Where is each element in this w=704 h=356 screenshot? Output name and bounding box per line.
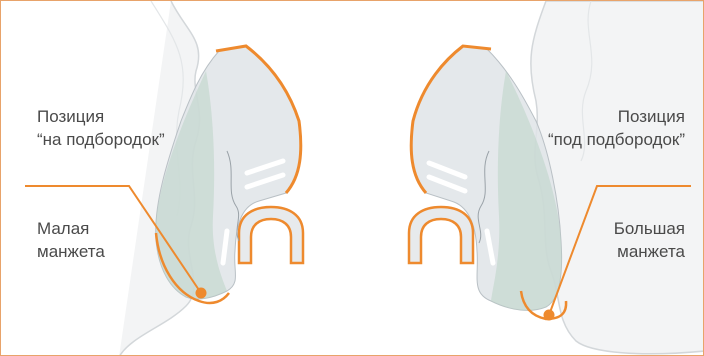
left-cuff-label: Малая манжета xyxy=(37,217,105,263)
right-mask-connector xyxy=(409,207,473,263)
left-cuff-marker xyxy=(196,288,207,299)
right-face-outline xyxy=(531,1,704,354)
right-position-label: Позиция “под подбородок” xyxy=(548,105,685,151)
left-cuff-line2: манжета xyxy=(37,240,105,263)
right-cuff-line2: манжета xyxy=(614,240,685,263)
right-cuff-marker xyxy=(544,310,555,321)
right-cuff-label: Большая манжета xyxy=(614,217,685,263)
left-position-line2: “на подбородок” xyxy=(37,128,165,151)
right-cuff-line1: Большая xyxy=(614,217,685,240)
left-position-label: Позиция “на подбородок” xyxy=(37,105,165,151)
left-position-line1: Позиция xyxy=(37,105,165,128)
right-position-line2: “под подбородок” xyxy=(548,128,685,151)
left-cuff-line1: Малая xyxy=(37,217,105,240)
right-position-line1: Позиция xyxy=(548,105,685,128)
left-mask-connector xyxy=(239,207,303,263)
